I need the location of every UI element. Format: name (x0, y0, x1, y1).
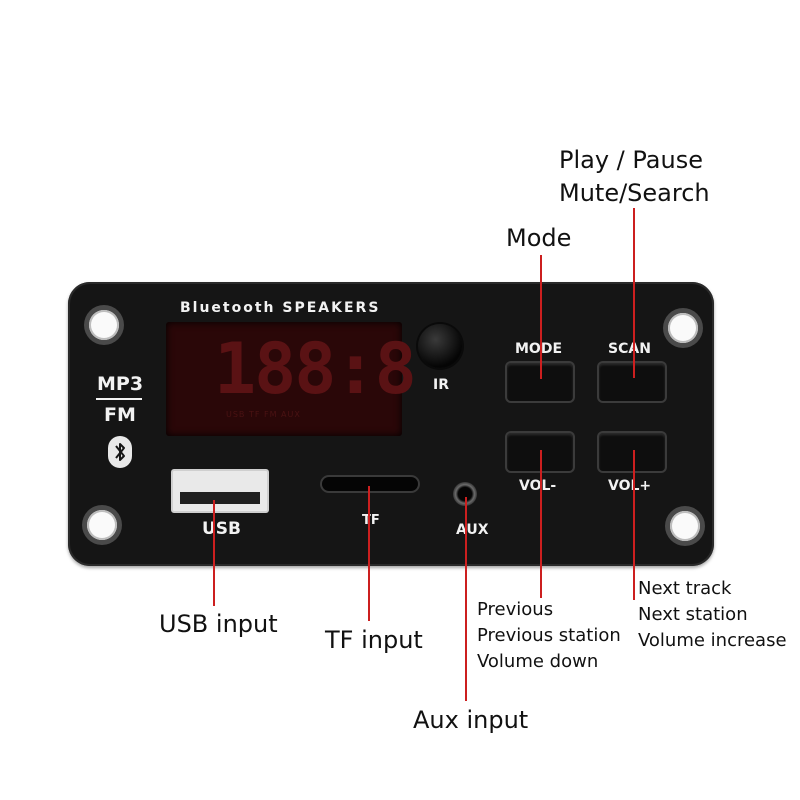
tf-card-slot[interactable] (322, 477, 418, 491)
scan-button-label: SCAN (608, 341, 651, 357)
callout-aux: Aux input (413, 706, 529, 734)
brand-text: Bluetooth SPEAKERS (180, 300, 381, 316)
leader-line-scan (633, 208, 635, 378)
leader-line-usb (213, 500, 215, 606)
aux-label: AUX (456, 522, 489, 538)
usb-label: USB (202, 519, 242, 539)
led-mode-indicators: USB TF FM AUX (226, 410, 301, 419)
ir-sensor (418, 324, 462, 368)
leader-line-tf (368, 486, 370, 621)
callout-scan-line2: Mute/Search (559, 179, 710, 207)
led-display (166, 322, 402, 436)
vol-up-button[interactable] (599, 433, 665, 471)
leader-line-vol-down (540, 450, 542, 598)
scan-button[interactable] (599, 363, 665, 401)
callout-mode: Mode (506, 224, 572, 252)
callout-vol-up-line2: Next station (638, 604, 748, 625)
logo-divider (96, 398, 142, 400)
callout-scan-line1: Play / Pause (559, 146, 703, 174)
vol-down-button-label: VOL- (519, 478, 557, 494)
vol-up-button-label: VOL+ (608, 478, 652, 494)
leader-line-vol-up (633, 450, 635, 600)
callout-vol-up-line1: Next track (638, 578, 732, 599)
tf-label: TF (362, 513, 380, 528)
callout-tf: TF input (325, 626, 423, 654)
callout-vol-down-line3: Volume down (477, 651, 599, 672)
mode-button-label: MODE (515, 341, 563, 357)
callout-vol-up-line3: Volume increase (638, 630, 787, 651)
leader-line-aux (465, 497, 467, 701)
usb-port-tongue (180, 492, 260, 504)
callout-usb: USB input (159, 610, 278, 638)
leader-line-mode (540, 255, 542, 379)
callout-vol-down-line2: Previous station (477, 625, 621, 646)
mp3-logo-text: MP3 (97, 373, 144, 395)
ir-label: IR (433, 377, 449, 393)
mount-hole-bottom-right (670, 511, 700, 541)
callout-vol-down-line1: Previous (477, 599, 554, 620)
mount-hole-top-left (89, 310, 119, 340)
mount-hole-bottom-left (87, 510, 117, 540)
bluetooth-icon (108, 436, 132, 468)
mount-hole-top-right (668, 313, 698, 343)
usb-port[interactable] (171, 469, 269, 513)
led-digits: 188:8 (214, 328, 417, 410)
fm-logo-text: FM (104, 404, 136, 426)
